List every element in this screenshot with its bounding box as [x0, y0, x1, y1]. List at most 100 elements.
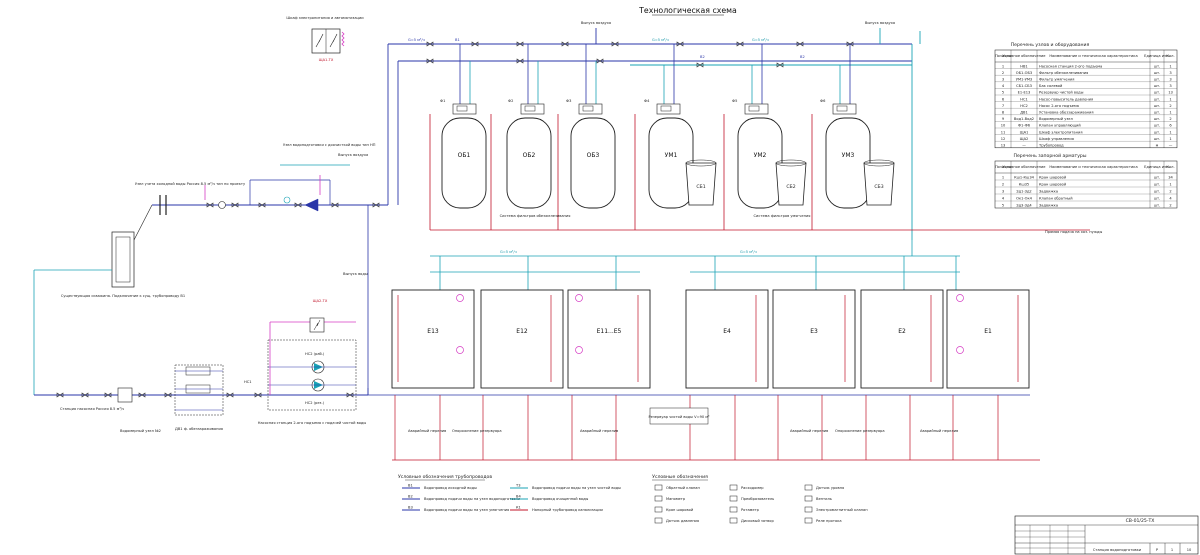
- table-cell: шт.: [1154, 137, 1161, 141]
- filter-tag: Ф2: [508, 99, 513, 103]
- reservoir-tanks: Е13 Е12 Е11...Е5 Е4 Е3 Е2 Е1: [391, 289, 1030, 389]
- table-cell: шт.: [1154, 104, 1161, 108]
- equipment-table: Перечень узлов и оборудования ПозицияУсл…: [994, 42, 1178, 149]
- table-cell: Кш35: [1019, 183, 1029, 187]
- legend-pipe-code: К1: [516, 506, 521, 510]
- filter-id: УМ1: [665, 152, 678, 159]
- legend-symbol-text: Манометр: [666, 497, 686, 501]
- legend-symbol-icon: [654, 517, 663, 524]
- air-label: Выпуск воды: [343, 272, 368, 276]
- bottom-left-section: Станция насосная Россия 8.5 м³/ч Водомер…: [34, 299, 368, 433]
- legend-symbol-text: Датчик давления: [666, 519, 699, 523]
- legend-pipe-code: B3: [408, 506, 413, 510]
- table-header: Позиция: [995, 165, 1011, 169]
- tank-id: Е3: [810, 328, 818, 335]
- legend-symbol-icon: [654, 484, 663, 491]
- tank-id: Е1: [984, 328, 992, 335]
- air-label: Выпуск воздуха: [338, 153, 368, 157]
- legend-pipe-code: B1: [408, 484, 413, 488]
- filter-id: ОБ2: [523, 152, 536, 159]
- table-cell: 13: [1001, 144, 1006, 148]
- stamp-total: 10: [1187, 548, 1192, 552]
- table-header: Наименование и техническая характеристик…: [1049, 165, 1137, 169]
- tank-overflow-drains: [394, 395, 999, 460]
- table-cell: Насос-повыситель давления: [1039, 97, 1093, 101]
- pipe-label: G=5 м³/ч: [740, 250, 757, 254]
- pipe-label: B1: [455, 38, 460, 42]
- overflow-label: Аварийный перелив: [408, 429, 446, 433]
- table-cell: 3: [1002, 190, 1004, 194]
- inlet-station-label: Станция насосная Россия 8.5 м³/ч: [60, 407, 124, 411]
- pipe-label: G=5 м³/ч: [652, 38, 669, 42]
- legend-pipe-text: Напорный трубопровод канализации: [532, 508, 604, 512]
- table-cell: 4: [1002, 197, 1005, 201]
- stamp-code: СВ-01/25-ТХ: [1126, 518, 1155, 524]
- table-header: Единица изм.: [1144, 165, 1170, 169]
- tank-id: Е13: [427, 328, 439, 335]
- table-cell: Фильтр умягчения: [1039, 78, 1074, 82]
- table-cell: ЩА2: [1020, 137, 1029, 141]
- table-cell: 3: [1169, 71, 1171, 75]
- legend-pipe-code: Т3: [515, 484, 520, 488]
- vent-label: Выпуск воздуха: [865, 21, 895, 25]
- water-meter-unit: Водомерный узел №2: [120, 429, 161, 433]
- cabinet-code: ЩА1-ТХ: [319, 58, 334, 62]
- table-cell: Вод1-Вод2: [1014, 117, 1034, 121]
- table-cell: 9: [1002, 117, 1005, 121]
- table-cell: Шкаф управления: [1039, 137, 1074, 141]
- filter-id: ОБ3: [587, 152, 600, 159]
- table-cell: шт.: [1154, 97, 1161, 101]
- table-cell: НС1: [1020, 97, 1028, 101]
- table-cell: 3: [1169, 78, 1171, 82]
- scheme-title: Технологическая схема: [638, 6, 737, 15]
- table-cell: Фильтр обезжелезивания: [1039, 71, 1088, 75]
- legend-symbol-text: Дисковый затвор: [741, 519, 774, 523]
- overflow-label: Аварийный перелив: [580, 429, 618, 433]
- table-cell: шт.: [1154, 124, 1161, 128]
- well-to-station-pipe: [33, 269, 112, 395]
- table-cell: 34: [1168, 176, 1173, 180]
- table-cell: 1: [1002, 64, 1004, 68]
- table-cell: НВ1: [1020, 64, 1027, 68]
- legend-pipe-text: Водопровод подачи воды на узел водоподго…: [424, 497, 521, 501]
- table-header: Кол.: [1166, 54, 1174, 58]
- legend-symbols-title: Условные обозначения: [652, 474, 708, 480]
- legend-symbol-text: Вентиль: [816, 497, 832, 501]
- table-cell: Клапан обратный: [1039, 197, 1073, 201]
- table-cell: шт.: [1154, 197, 1161, 201]
- legend-pipe-code: В4: [516, 495, 521, 499]
- table-cell: 12: [1001, 137, 1006, 141]
- table-cell: 3: [1002, 78, 1004, 82]
- table-cell: шт.: [1154, 190, 1161, 194]
- title-block: СВ-01/25-ТХ Станция водоподготовки Р 1 1…: [1014, 515, 1199, 555]
- table-cell: 2: [1169, 190, 1171, 194]
- table-cell: —: [1169, 144, 1173, 148]
- table-cell: Зд3-Зд4: [1016, 204, 1032, 208]
- table-cell: Установка обеззараживания: [1039, 111, 1094, 115]
- valves-table-title: Перечень запорной арматуры: [1014, 152, 1087, 159]
- legend-pipe-text: Водопровод очищенной воды: [532, 497, 589, 501]
- filter-group-label: Система фильтров умягчения: [754, 214, 811, 218]
- stamp-name: Станция водоподготовки: [1093, 548, 1142, 552]
- overflow-label: Аварийный перелив: [920, 429, 958, 433]
- table-cell: Задвижка: [1039, 204, 1058, 208]
- legend-pipes-title: Условные обозначения трубопроводов: [398, 474, 492, 480]
- legend-symbol-icon: [729, 517, 738, 524]
- valves-table: Перечень запорной арматуры ПозицияУсловн…: [994, 152, 1178, 209]
- filter-id: УМ2: [754, 152, 767, 159]
- stamp-stage: Р: [1156, 548, 1159, 552]
- top-pipe-valves: [426, 41, 854, 68]
- right-note: Прямая подача на хоз. нужды: [1045, 230, 1102, 234]
- salt-tank-id: СБ3: [874, 184, 883, 190]
- filter-group-label: Система фильтров обезжелезивания: [500, 214, 571, 218]
- legend-symbol-icon: [804, 506, 813, 513]
- table-cell: шт.: [1154, 176, 1161, 180]
- meter-label: Узел учета холодной воды Россия 8.5 м³/ч…: [135, 182, 246, 186]
- table-cell: шт.: [1154, 64, 1161, 68]
- cabinet-label: Шкаф электропитания и автоматизации: [286, 16, 364, 20]
- cabinet2-code: ЩА2-ТХ: [313, 299, 328, 303]
- tank-header-pipes: [367, 205, 960, 395]
- table-cell: Шкаф электропитания: [1039, 130, 1082, 134]
- table-cell: м: [1156, 144, 1159, 148]
- table-cell: 2: [1169, 117, 1171, 121]
